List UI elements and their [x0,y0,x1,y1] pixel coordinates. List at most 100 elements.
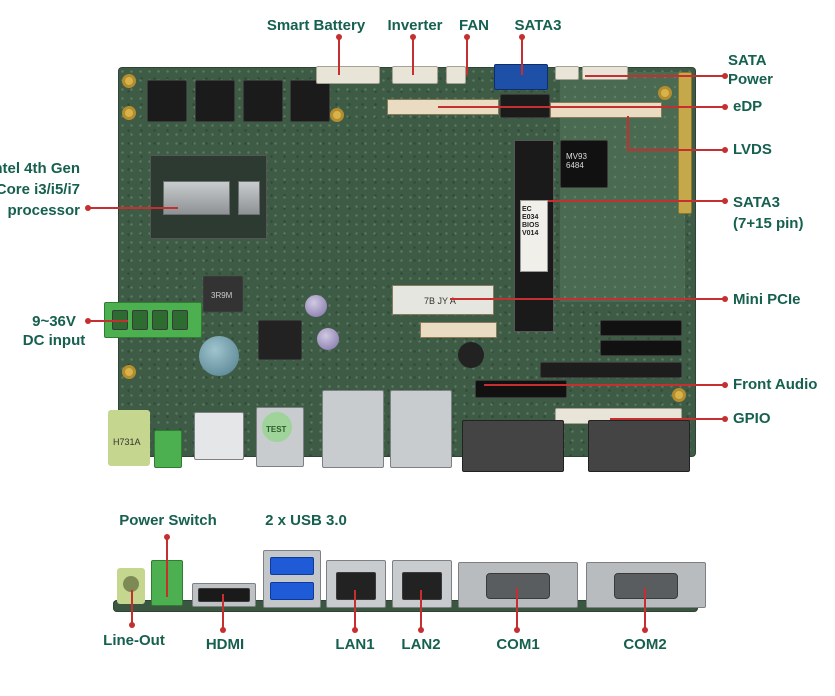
com1-db9 [486,573,550,599]
com2-port-top [588,420,690,472]
leader-dot [464,34,470,40]
leader-dot [85,205,91,211]
capacitor [317,328,339,350]
leader-line [222,594,224,630]
label-lvds: LVDS [733,141,772,158]
com1-port-top [462,420,564,472]
dip-switch [600,320,682,336]
leader-dot [722,296,728,302]
leader-dot [642,627,648,633]
usb-port-2 [270,582,314,600]
label-cpu: Intel 4th Gen Core i3/i5/i7 processor [0,160,80,219]
leader-line [644,588,646,630]
cpu-die-small [238,181,260,215]
leader-dot [129,622,135,628]
memory-chip [195,80,235,122]
label-front-audio: Front Audio [733,376,818,393]
label-hdmi: HDMI [205,636,245,653]
label-dc-input: 9~36V DC input [22,313,86,349]
leader-dot [722,198,728,204]
leader-line [412,37,414,75]
inductor-marking: 3R9M [211,291,233,300]
com1-port [458,562,578,608]
usb-test-marking: TEST [266,425,287,434]
label-lan1: LAN1 [335,636,375,653]
leader-line [88,207,178,209]
memory-chip [147,80,187,122]
label-lan2: LAN2 [401,636,441,653]
leader-dot [336,34,342,40]
label-sata3-top: SATA3 [514,17,562,34]
label-power-switch: Power Switch [119,512,217,529]
leader-dot [722,73,728,79]
hdmi-opening [198,588,250,602]
terminal-screw [152,310,168,330]
leader-line [516,588,518,630]
leader-dot [352,627,358,633]
leader-line [131,590,133,625]
terminal-screw [132,310,148,330]
inverter-connector [392,66,438,84]
label-line-out: Line-Out [103,632,165,649]
leader-dot [514,627,520,633]
chip-marking: MV93 6484 [566,152,587,170]
leader-line [338,37,340,75]
cpu-die [163,181,230,215]
leader-dot [164,534,170,540]
leader-dot [722,382,728,388]
bios-label: EC E034 BIOS V014 [522,206,540,237]
dip-switch [600,340,682,356]
mini-pcie-marking: 7B JY A [424,296,456,306]
mini-pcie-slot [392,285,494,315]
lan2-port-top [390,390,452,468]
mounting-hole [122,106,136,120]
label-com1: COM1 [496,636,540,653]
buzzer [458,342,484,368]
leader-line [166,537,168,597]
lvds-connector [550,102,662,118]
lan1-opening [336,572,376,600]
edge-gold-connector [678,72,692,214]
leader-line [627,149,725,151]
leader-line [88,320,128,322]
leader-dot [220,627,226,633]
com2-db9 [614,573,678,599]
label-mini-pcie: Mini PCIe [733,291,801,308]
memory-chip [290,80,330,122]
fan-connector [446,66,466,84]
inductor [203,276,243,312]
mounting-hole [658,86,672,100]
sata-power-connector [555,66,579,80]
aux-connector [582,66,628,80]
leader-line [450,298,725,300]
hdmi-port-top [194,412,244,460]
label-edp: eDP [733,98,763,115]
leader-line [585,75,725,77]
label-usb: 2 x USB 3.0 [265,512,347,529]
leader-dot [418,627,424,633]
leader-line [548,200,725,202]
terminal-screw [172,310,188,330]
label-com2: COM2 [623,636,667,653]
usb-test-sticker [262,412,292,442]
chipset [560,140,608,188]
mounting-hole [122,74,136,88]
lan2-opening [402,572,442,600]
leader-line [627,116,629,150]
memory-chip [243,80,283,122]
leader-dot [519,34,525,40]
leader-line [354,590,356,630]
usb-port-1 [270,557,314,575]
leader-dot [722,416,728,422]
power-switch-header [154,430,182,468]
line-out-hole [123,576,139,592]
label-sata3-side: SATA3 (7+15 pin) [733,194,804,232]
leader-dot [722,147,728,153]
label-fan: FAN [459,17,489,34]
leader-dot [722,104,728,110]
leader-line [484,384,725,386]
mounting-hole [672,388,686,402]
leader-line [438,106,725,108]
dip-switch [540,362,682,378]
smart-battery-connector [316,66,380,84]
